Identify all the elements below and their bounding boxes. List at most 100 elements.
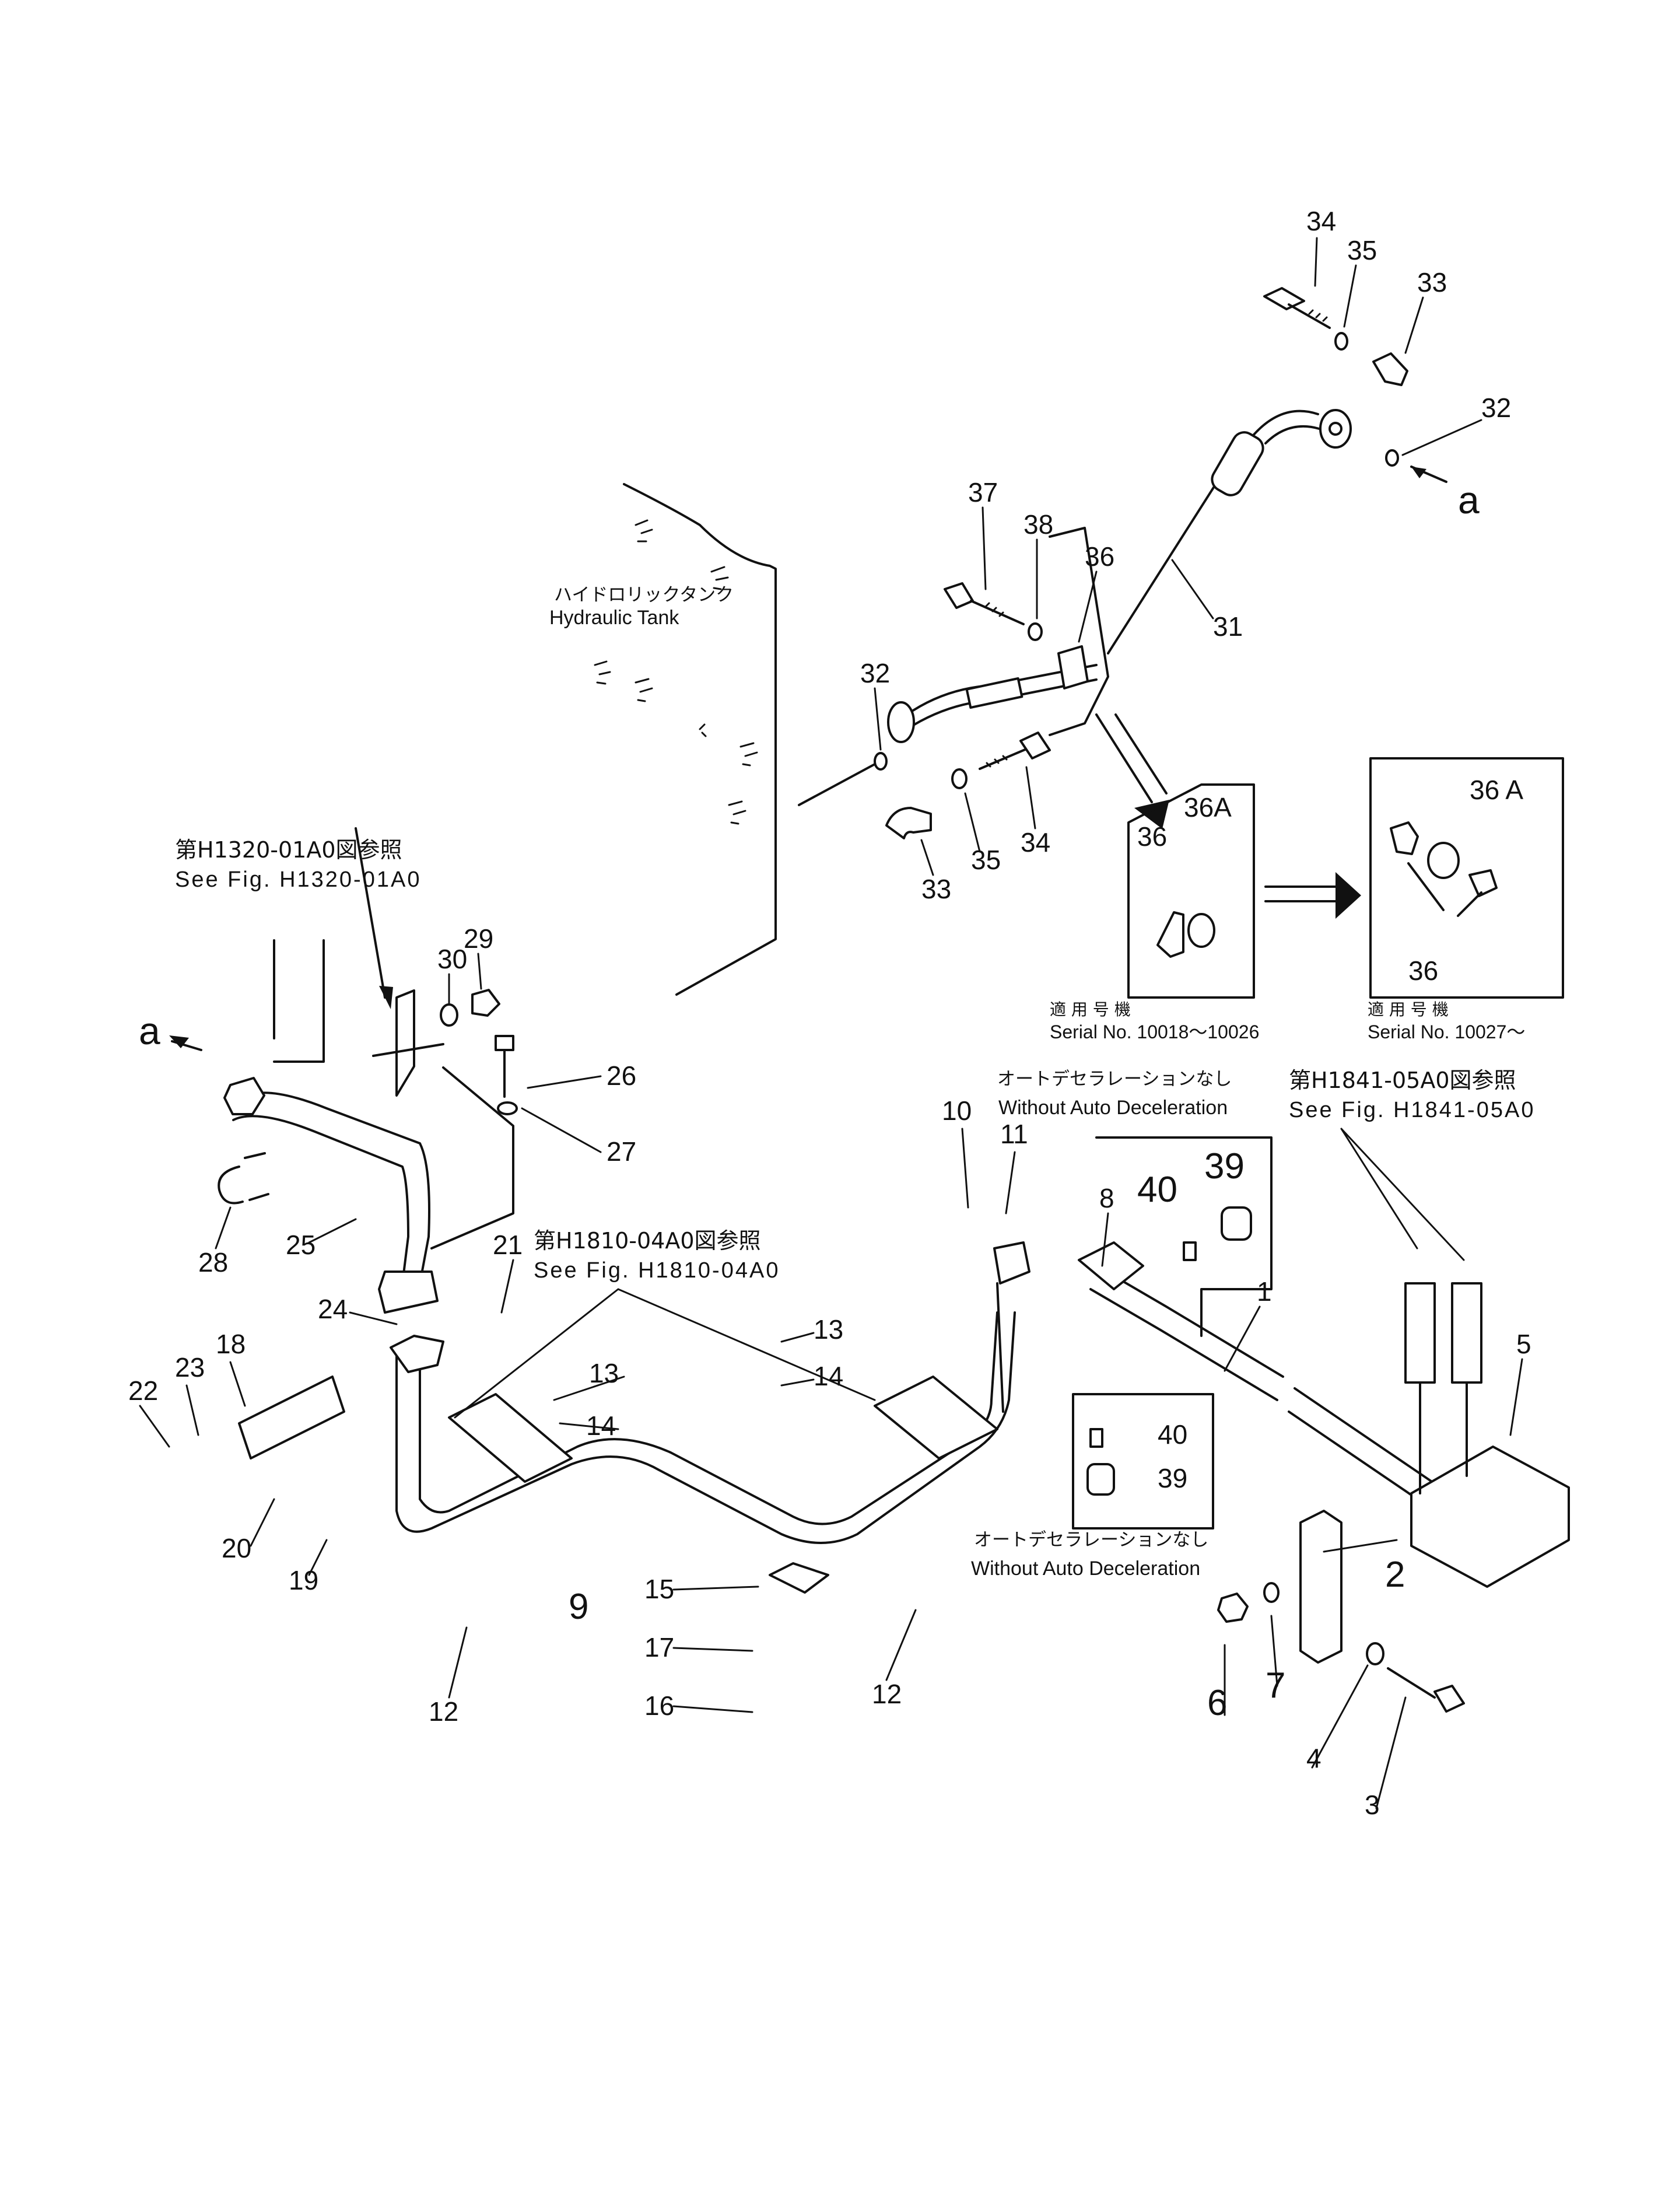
bolt-37-head bbox=[944, 582, 974, 609]
plug-40-top bbox=[1183, 1241, 1197, 1261]
pipe-25-hardware bbox=[218, 827, 518, 1205]
line-1 bbox=[1078, 1241, 1570, 1588]
line-1-flange bbox=[1078, 1241, 1144, 1290]
bolt-3-head bbox=[1433, 1685, 1465, 1713]
callout-39-top: 39 bbox=[1204, 1146, 1245, 1186]
washer-27 bbox=[497, 1101, 518, 1115]
o-ring-32-upper bbox=[1385, 449, 1399, 467]
clamp-36-late-b bbox=[1468, 869, 1498, 897]
callout-35-lower: 35 bbox=[971, 845, 1001, 875]
callout-12-right: 12 bbox=[872, 1679, 902, 1709]
callout-30: 30 bbox=[437, 944, 467, 974]
serial-early-en: Serial No. 10018～10026 bbox=[1050, 1021, 1259, 1042]
o-ring-32-lower bbox=[874, 752, 888, 771]
callout-38: 38 bbox=[1023, 509, 1053, 540]
plug-39-bottom bbox=[1086, 1463, 1115, 1496]
bracket-18 bbox=[238, 1376, 345, 1460]
deceleration-boxes bbox=[1072, 1136, 1273, 1530]
callout-1: 1 bbox=[1257, 1276, 1272, 1307]
clamp-36-early bbox=[1156, 911, 1184, 958]
ref-h1841-en: See Fig. H1841-05A0 bbox=[1289, 1098, 1535, 1122]
clamp-33-lower bbox=[885, 807, 932, 839]
plug-40-bottom bbox=[1089, 1428, 1103, 1448]
callout-32-upper: 32 bbox=[1481, 393, 1511, 423]
ref-h1320-en: See Fig. H1320-01A0 bbox=[175, 867, 421, 892]
callout-8: 8 bbox=[1099, 1183, 1114, 1213]
hose-31-sleeve-lower bbox=[965, 677, 1023, 709]
bracket-2 bbox=[1299, 1510, 1342, 1664]
pipe-9-block bbox=[993, 1241, 1030, 1284]
serial-late-box bbox=[1369, 757, 1564, 999]
serial-late-jp: 適 用 号 機 bbox=[1368, 1000, 1449, 1019]
serial-variant-boxes bbox=[1095, 713, 1564, 999]
note-without-decel-bottom-jp: オートデセラレーションなし bbox=[974, 1530, 1208, 1550]
washer-30 bbox=[440, 1003, 458, 1027]
clamp-33-upper bbox=[1372, 352, 1408, 386]
pipe-9-brackets bbox=[238, 1376, 998, 1594]
bolt-34-head-upper bbox=[1263, 287, 1305, 310]
callout-11: 11 bbox=[1000, 1119, 1028, 1149]
pipe-9-flange bbox=[390, 1335, 444, 1373]
callout-25: 25 bbox=[286, 1230, 316, 1260]
callout-34-lower: 34 bbox=[1021, 827, 1050, 858]
note-without-decel-bottom-en: Without Auto Deceleration bbox=[971, 1558, 1200, 1580]
callout-32-lower: 32 bbox=[860, 658, 890, 688]
callout-26: 26 bbox=[607, 1060, 636, 1091]
connection-mark-right: a bbox=[1458, 478, 1480, 522]
callout-36A-late: 36 A bbox=[1470, 775, 1523, 805]
bracket-left bbox=[448, 1393, 573, 1483]
callout-23: 23 bbox=[175, 1352, 205, 1382]
callout-34-upper: 34 bbox=[1306, 206, 1336, 236]
callout-31: 31 bbox=[1213, 611, 1243, 642]
callout-29: 29 bbox=[464, 923, 493, 954]
clamp-36-late-a bbox=[1390, 821, 1419, 855]
upper-flange-bolt-kit bbox=[1263, 287, 1447, 483]
callout-21: 21 bbox=[493, 1230, 523, 1260]
callout-18: 18 bbox=[216, 1329, 246, 1359]
ref-h1810-en: See Fig. H1810-04A0 bbox=[534, 1258, 780, 1283]
pilot-hose-right bbox=[1451, 1282, 1482, 1384]
pipe-25-flange bbox=[378, 1270, 439, 1314]
callout-5: 5 bbox=[1516, 1329, 1531, 1359]
callout-39-bottom: 39 bbox=[1158, 1463, 1187, 1493]
callout-36-late: 36 bbox=[1408, 956, 1438, 986]
washer-35-upper bbox=[1334, 332, 1348, 351]
callout-22: 22 bbox=[128, 1376, 158, 1406]
callout-12-left: 12 bbox=[429, 1696, 458, 1727]
callout-24: 24 bbox=[318, 1294, 348, 1324]
plug-39-top bbox=[1221, 1206, 1252, 1241]
bolt-34-head-lower bbox=[1019, 732, 1051, 760]
bracket-2-group bbox=[1217, 1510, 1465, 1713]
bolt-26-head bbox=[495, 1035, 514, 1051]
nut-6 bbox=[1217, 1592, 1249, 1623]
serial-early-jp: 適 用 号 機 bbox=[1050, 1000, 1131, 1019]
bracket-pipe-25 bbox=[395, 989, 415, 1097]
pilot-hose-left bbox=[1404, 1282, 1436, 1384]
hose-31-flange-lower bbox=[887, 701, 915, 743]
hose-31 bbox=[887, 409, 1352, 743]
washer-7 bbox=[1263, 1582, 1280, 1603]
callout-40-top: 40 bbox=[1137, 1170, 1177, 1210]
bracket-right bbox=[874, 1376, 998, 1460]
part-number-callouts: 34 35 33 32 37 38 36 31 32 33 35 34 36A … bbox=[128, 206, 1531, 1820]
callout-13-right: 13 bbox=[814, 1314, 843, 1345]
pipe-9 bbox=[390, 1241, 1030, 1544]
note-without-decel-top-en: Without Auto Deceleration bbox=[998, 1097, 1228, 1119]
serial-late-en: Serial No. 10027～ bbox=[1368, 1021, 1525, 1042]
collar-36A-early bbox=[1187, 913, 1215, 948]
callout-36-early: 36 bbox=[1137, 821, 1167, 852]
callout-2: 2 bbox=[1385, 1555, 1405, 1595]
without-decel-box bbox=[1072, 1393, 1214, 1530]
washer-38 bbox=[1028, 622, 1043, 641]
nut-29 bbox=[471, 989, 500, 1017]
ref-h1810-jp: 第H1810-04A0図参照 bbox=[534, 1228, 761, 1254]
callout-36A-early: 36A bbox=[1184, 792, 1232, 822]
callout-27: 27 bbox=[607, 1136, 636, 1167]
tank-label-jp: ハイドロリックタンク bbox=[554, 584, 734, 606]
callout-9: 9 bbox=[569, 1587, 588, 1627]
collar-36A-late bbox=[1427, 842, 1460, 879]
hose-31-sleeve-upper bbox=[1211, 431, 1264, 496]
leader-lines bbox=[139, 237, 1523, 1810]
ref-h1841-jp: 第H1841-05A0図参照 bbox=[1289, 1068, 1516, 1093]
